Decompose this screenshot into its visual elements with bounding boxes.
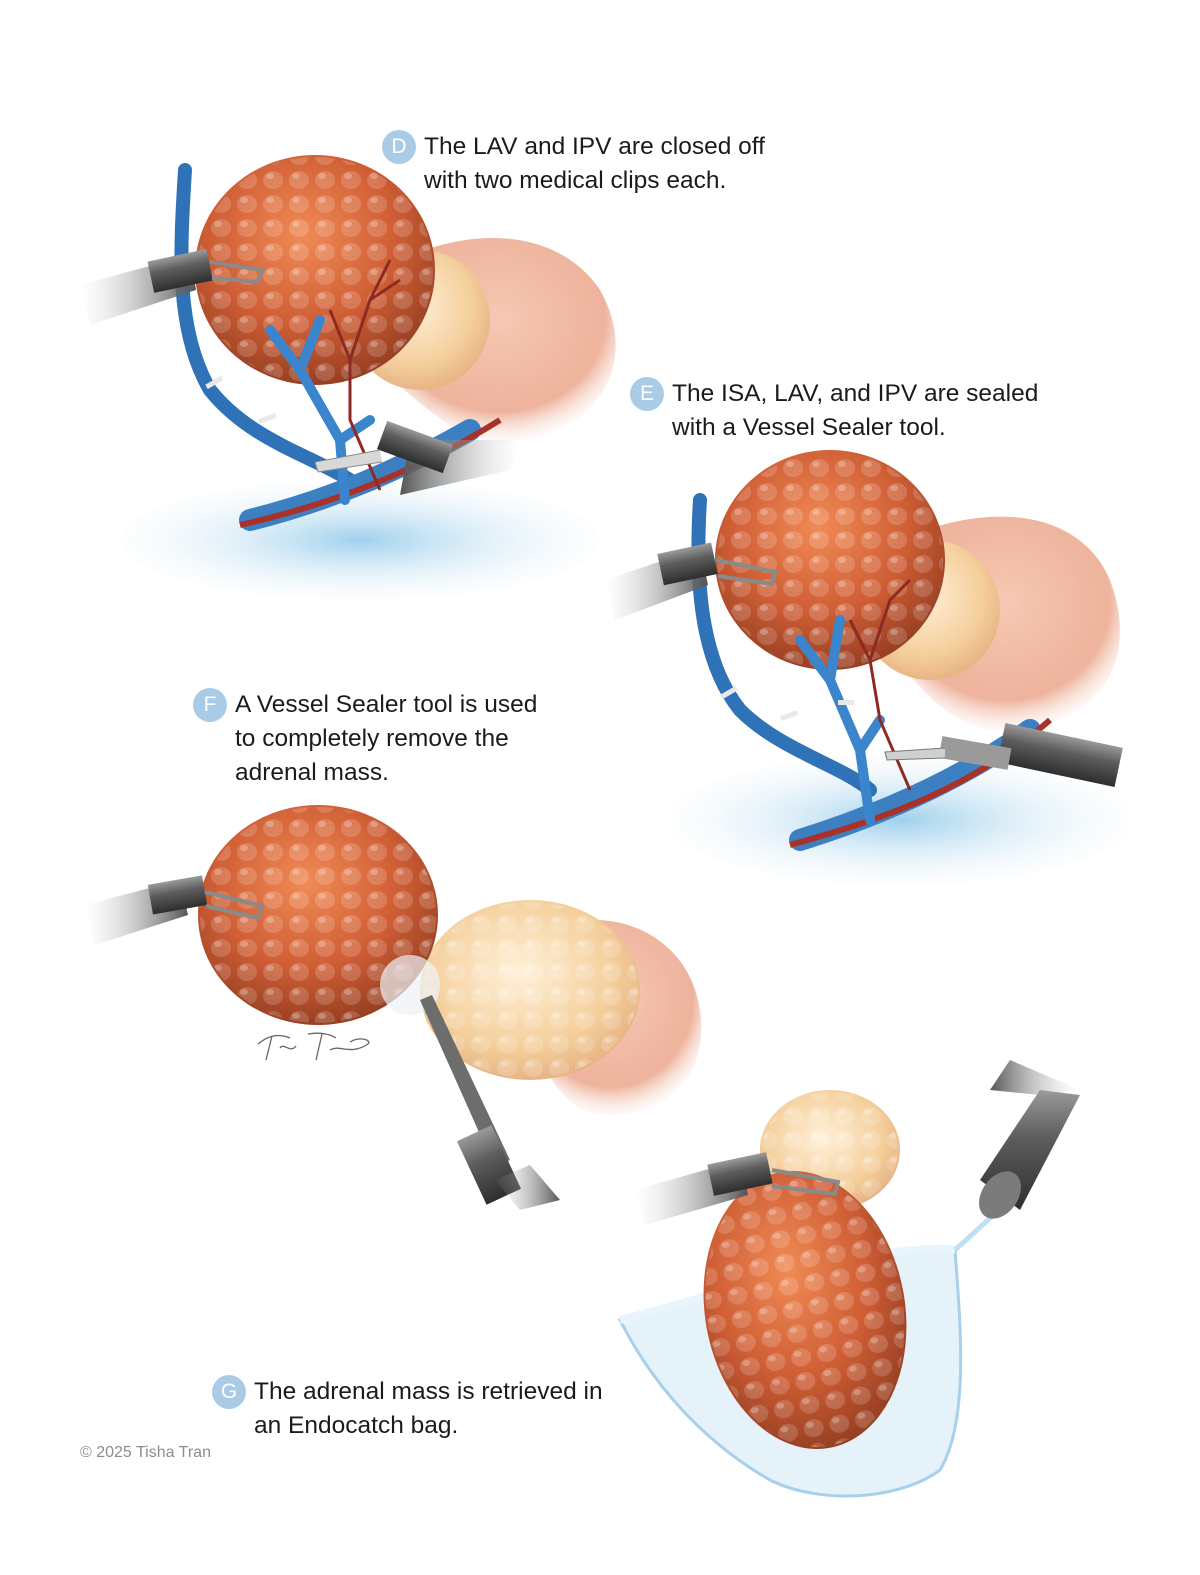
scene-e-vessel-sealer: [884, 722, 1123, 788]
scene-d-artery: [239, 417, 502, 528]
scene-g-illustration: [617, 1060, 1080, 1498]
step-d-text: The LAV and IPV are closed off with two …: [424, 133, 765, 194]
copyright-text: © 2025 Tisha Tran: [80, 1444, 211, 1461]
step-g-badge: G: [212, 1375, 246, 1409]
step-e-badge: E: [630, 377, 664, 411]
scene-d-clip: [257, 413, 277, 424]
step-g-text: The adrenal mass is retrieved in an Endo…: [254, 1378, 603, 1439]
scene-e-illustration: [605, 450, 1130, 885]
step-f-text: A Vessel Sealer tool is used to complete…: [235, 691, 538, 786]
scene-e-fluid: [670, 755, 1130, 885]
step-d-caption: D The LAV and IPV are closed off with tw…: [382, 130, 765, 198]
scene-d-grasper: [80, 249, 265, 325]
step-e-text: The ISA, LAV, and IPV are sealed with a …: [672, 380, 1039, 441]
scene-d-clip-applier: [314, 420, 520, 495]
step-g-caption: G The adrenal mass is retrieved in an En…: [212, 1375, 603, 1443]
scene-e-grasper: [605, 542, 778, 620]
scene-d-illustration: [80, 155, 616, 600]
scene-d-fluid: [120, 480, 600, 600]
step-e-caption: E The ISA, LAV, and IPV are sealed with …: [630, 377, 1038, 445]
scene-f-illustration: [85, 805, 702, 1210]
scene-d-artery-branches: [328, 259, 401, 491]
step-f-badge: F: [193, 688, 227, 722]
scene-d-vein: [174, 163, 357, 487]
scene-f-vessel-sealer: [420, 995, 560, 1210]
scene-g-grasper: [635, 1152, 841, 1225]
scene-d-clip: [205, 375, 224, 390]
scene-e-vessel-branches: [795, 615, 885, 825]
scene-f-grasper: [85, 875, 265, 945]
step-f-caption: F A Vessel Sealer tool is used to comple…: [193, 688, 537, 790]
scene-g-bag-applicator: [979, 1060, 1080, 1219]
step-d-badge: D: [382, 130, 416, 164]
artist-signature: [257, 1032, 370, 1061]
scene-e-artery-branches: [848, 578, 912, 791]
